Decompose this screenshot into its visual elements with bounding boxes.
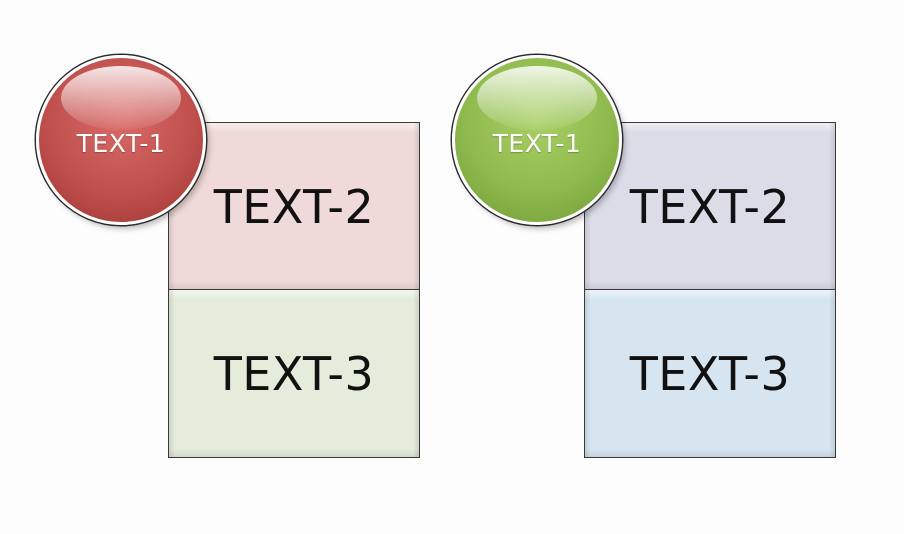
diagram-group-red: TEXT-2 TEXT-3 TEXT-1: [36, 55, 420, 458]
text-1-label: TEXT-1: [76, 128, 166, 158]
text-3-box: TEXT-3: [584, 289, 836, 458]
text-2-label: TEXT-2: [629, 180, 791, 234]
text-1-circle: TEXT-1: [452, 55, 622, 225]
text-3-label: TEXT-3: [213, 346, 375, 401]
text-2-label: TEXT-2: [213, 180, 375, 234]
text-3-box: TEXT-3: [168, 289, 420, 458]
text-1-label: TEXT-1: [492, 128, 582, 158]
text-2-box: TEXT-2: [584, 122, 836, 290]
text-1-circle: TEXT-1: [36, 55, 206, 225]
text-3-label: TEXT-3: [629, 346, 791, 401]
text-2-box: TEXT-2: [168, 122, 420, 290]
gloss-highlight: [61, 66, 181, 130]
diagram-group-green: TEXT-2 TEXT-3 TEXT-1: [416, 0, 868, 534]
gloss-highlight: [477, 66, 597, 130]
